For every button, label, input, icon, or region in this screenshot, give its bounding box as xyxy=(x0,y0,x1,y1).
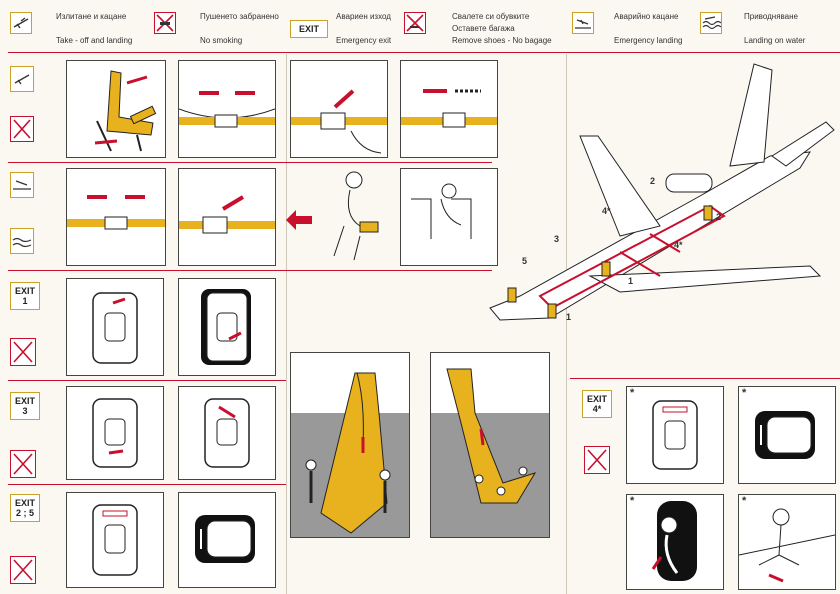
no-shoes-icon-exit4 xyxy=(584,446,610,474)
plane-label-2a: 2 xyxy=(650,176,656,186)
water-landing-icon xyxy=(700,12,722,34)
brace-belt-tighten-panel xyxy=(178,168,276,266)
release-belt-panel xyxy=(400,60,498,158)
no-shoes-icon-exit1 xyxy=(10,338,36,366)
water-landing-label-en: Landing on water xyxy=(744,36,806,45)
exit-4-open-panel xyxy=(738,386,836,484)
row-divider-1 xyxy=(8,162,492,163)
exit-3-window-panel xyxy=(66,386,164,480)
slide-evacuation-panel-1 xyxy=(290,352,410,538)
asterisk-3: * xyxy=(630,495,635,507)
takeoff-label-en: Take - off and landing xyxy=(56,36,133,45)
shoes-label-bg-2: Оставете багажа xyxy=(452,24,515,33)
no-shoes-icon-exit25 xyxy=(10,556,36,584)
emergency-landing-icon-row2 xyxy=(10,172,34,198)
no-smoking-label-en: No smoking xyxy=(200,36,243,45)
plane-label-3: 3 xyxy=(554,234,560,244)
emergency-landing-label-en: Emergency landing xyxy=(614,36,683,45)
water-landing-label-bg: Приводняване xyxy=(744,12,798,21)
exit-2-5-open-panel xyxy=(178,492,276,588)
no-smoking-label-bg: Пушенето забранено xyxy=(200,12,279,21)
row-divider-4 xyxy=(8,484,286,485)
exit-3-open-panel xyxy=(178,386,276,480)
asterisk-1: * xyxy=(630,387,635,399)
brace-arrow-icon xyxy=(284,208,314,232)
emergency-exit-label-en: Emergency exit xyxy=(336,36,392,45)
brace-position-figure xyxy=(314,166,388,264)
shoes-label-bg-1: Свалете си обувките xyxy=(452,12,530,21)
exit-1-window-panel xyxy=(66,278,164,376)
fold-line-1 xyxy=(286,54,287,594)
plane-label-4b: 4* xyxy=(674,240,683,250)
fold-line-2 xyxy=(566,54,567,594)
brace-belt-fasten-panel xyxy=(66,168,166,266)
exit-4-window-panel xyxy=(626,386,724,484)
plane-label-1a: 1 xyxy=(628,276,634,286)
exit-legend-badge: EXIT xyxy=(290,20,328,38)
row-divider-2 xyxy=(8,270,492,271)
emergency-exit-label-bg: Авариен изход xyxy=(336,12,391,21)
no-shoes-icon xyxy=(404,12,426,34)
wing-exit-slide-panel xyxy=(738,494,836,590)
shoes-label-en: Remove shoes - No bagage xyxy=(452,36,552,45)
emergency-landing-label-bg: Аварийно кацане xyxy=(614,12,679,21)
plane-label-2b: 2 xyxy=(716,212,722,222)
tighten-belt-panel xyxy=(290,60,388,158)
takeoff-landing-icon xyxy=(10,12,32,34)
exit-2-5-badge: EXIT 2 ; 5 xyxy=(10,494,40,522)
slide-evacuation-panel-2 xyxy=(430,352,550,538)
plane-label-4a: 4* xyxy=(602,206,611,216)
takeoff-label-bg: Излитане и кацане xyxy=(56,12,127,21)
plane-label-1b: 1 xyxy=(566,312,572,322)
fasten-belt-panel xyxy=(178,60,276,158)
seat-upright-panel xyxy=(66,60,166,158)
legend-divider xyxy=(8,52,840,53)
wing-exit-climb-panel xyxy=(626,494,724,590)
takeoff-landing-icon-row1 xyxy=(10,66,34,92)
water-landing-icon-row2 xyxy=(10,228,34,254)
no-shoes-icon-exit3 xyxy=(10,450,36,478)
exit-2-5-window-panel xyxy=(66,492,164,588)
exit-1-badge: EXIT 1 xyxy=(10,282,40,310)
exit-3-badge: EXIT 3 xyxy=(10,392,40,420)
airplane-exit-diagram xyxy=(480,56,840,346)
asterisk-4: * xyxy=(742,495,747,507)
row-divider-3 xyxy=(8,380,286,381)
emergency-landing-icon xyxy=(572,12,594,34)
brace-forward-panel xyxy=(400,168,498,266)
plane-label-5: 5 xyxy=(522,256,528,266)
exit-1-open-panel xyxy=(178,278,276,376)
asterisk-2: * xyxy=(742,387,747,399)
exit-4-badge: EXIT 4* xyxy=(582,390,612,418)
row-divider-right xyxy=(570,378,840,379)
no-smoking-icon xyxy=(154,12,176,34)
no-smoking-icon-row1 xyxy=(10,116,34,142)
